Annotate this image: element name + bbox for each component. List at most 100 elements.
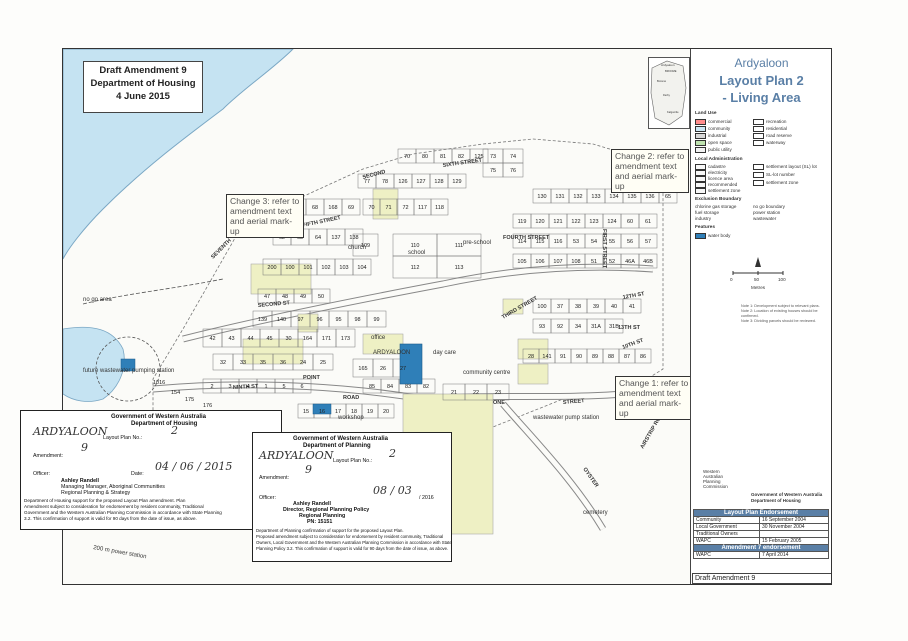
main-road-inner [182, 264, 654, 342]
change-2-box[interactable]: Change 2: refer to amendment text and ae… [611, 149, 689, 193]
legend-item: SL-lot number [753, 172, 795, 178]
lot-number: 100 [285, 265, 294, 271]
lot-number: 4 [246, 384, 249, 390]
features-heading: Features [695, 225, 715, 230]
parcel [604, 318, 624, 334]
legend-item: road reserve [753, 133, 792, 139]
inset-label-derby: Derby [663, 93, 671, 97]
stamp1-text4: 3.2. This confirmation of support is val… [24, 516, 197, 521]
change-3-box[interactable]: Change 3: refer to amendment text and ae… [226, 194, 304, 238]
lot-number: 100 [537, 304, 546, 310]
church-label: church [348, 245, 366, 251]
lot-number: 24 [300, 360, 306, 366]
lot-number: 47 [264, 294, 270, 300]
parcel [634, 348, 652, 364]
lot-number: 23 [495, 390, 501, 396]
inset-label-kalgoorlie: Kalgoorlie [667, 110, 679, 114]
lot-number: 88 [608, 354, 614, 360]
stamp2-layout-label: Layout Plan No.: [333, 458, 373, 464]
legend-item: industry [695, 216, 712, 221]
legend-swatch [753, 180, 764, 186]
change-1-line1: Change 1: refer to [619, 378, 689, 388]
lot-number: 117 [418, 205, 427, 211]
endorse-row-label: Traditional Owners [693, 530, 760, 538]
legend-swatch [695, 147, 706, 153]
community-centre-label: community centre [463, 370, 511, 376]
no-go-area-label: no go area [83, 297, 112, 303]
stamp2-name: Ashley Randell [293, 501, 331, 507]
lot-number: 40 [611, 304, 617, 310]
parcel [344, 228, 364, 246]
lot-number: 46A [625, 259, 635, 265]
lot-number: 141 [542, 354, 551, 360]
scale-label: Metres [751, 285, 766, 290]
cemetery-label: cemetery [583, 510, 608, 516]
lot-number: 109 [361, 243, 370, 249]
parcel [352, 233, 379, 257]
stamp1-amendment-label: Amendment: [33, 453, 64, 459]
lot-number: 62 [279, 235, 285, 241]
lot-number: 53 [573, 239, 579, 245]
parcel [292, 378, 312, 394]
lot-number: 71 [385, 205, 391, 211]
plan-title: Ardyaloon Layout Plan 2 - Living Area [691, 55, 831, 106]
lot-number: 5 [282, 384, 285, 390]
workshop-label: workshop [337, 415, 364, 421]
parcel [311, 288, 331, 304]
lot-number: 171 [322, 336, 331, 342]
lot-number: 20 [383, 409, 389, 415]
oyster-road-inner [501, 402, 606, 531]
stamp1-officer-label: Officer: [33, 471, 50, 477]
lot-number: 106 [535, 259, 544, 265]
lot-number: 133 [591, 194, 600, 200]
street-label: POINT [303, 375, 320, 381]
parcel [377, 403, 395, 419]
change-2-line2: amendment text [615, 161, 677, 171]
lot-number: 123 [589, 219, 598, 225]
stamp1-layout-label: Layout Plan No.: [103, 435, 143, 441]
parcel [312, 353, 334, 371]
legend-swatch [695, 126, 706, 132]
parcel [622, 298, 642, 314]
street-label: OYSTER [581, 467, 599, 489]
lot-number: 73 [490, 154, 496, 160]
parcel [416, 378, 436, 394]
lot-number: 49 [300, 294, 306, 300]
department-title: Department of Housing [90, 78, 196, 89]
north-arrow-icon [755, 257, 761, 267]
lot-number: 105 [517, 259, 526, 265]
legend-item: no go boundary [753, 204, 785, 209]
lot-number: 39 [593, 304, 599, 310]
legend-item: open space [695, 140, 732, 146]
stamp2-officer-label: Officer: [259, 495, 276, 501]
legend-swatch [695, 176, 706, 182]
legend-item: community [695, 126, 730, 132]
change-1-box[interactable]: Change 1: refer to amendment text and ae… [615, 376, 693, 420]
legend-swatch [695, 133, 706, 139]
lot-number: 17 [335, 409, 341, 415]
stamp1-date-label: Date: [131, 471, 144, 477]
street-label: ROAD [343, 395, 359, 401]
lot-number: 65 [665, 194, 671, 200]
lot-number: 21 [451, 390, 457, 396]
location-inset: Ardyaloon BROOME Broome Derby Kalgoorlie [648, 57, 690, 129]
parcel [447, 173, 467, 189]
lot-number: 125 [474, 154, 483, 160]
lot-number: 138 [349, 235, 358, 241]
wapc-line1: Western [703, 469, 720, 474]
legend-swatch [695, 188, 706, 194]
wa-gov-logo: Government of Western Australia Departme… [751, 492, 831, 503]
legend-item: wastewater [753, 216, 777, 221]
lot-number: 102 [321, 265, 330, 271]
planning-stamp: Government of Western Australia Departme… [252, 432, 452, 562]
inset-label-broome-caps: BROOME [665, 69, 677, 73]
daycare-label: day care [433, 350, 457, 356]
land-use-heading: Land Use [695, 111, 717, 116]
lot-number: 91 [560, 354, 566, 360]
change-2-line1: Change 2: refer to [615, 151, 685, 161]
street-label: SECOND ST [258, 300, 291, 309]
lot-number: 85 [369, 384, 375, 390]
stamp2-text4: Planning Policy 3.2. This confirmation o… [256, 546, 449, 551]
inset-label-broome: Broome [657, 79, 667, 83]
